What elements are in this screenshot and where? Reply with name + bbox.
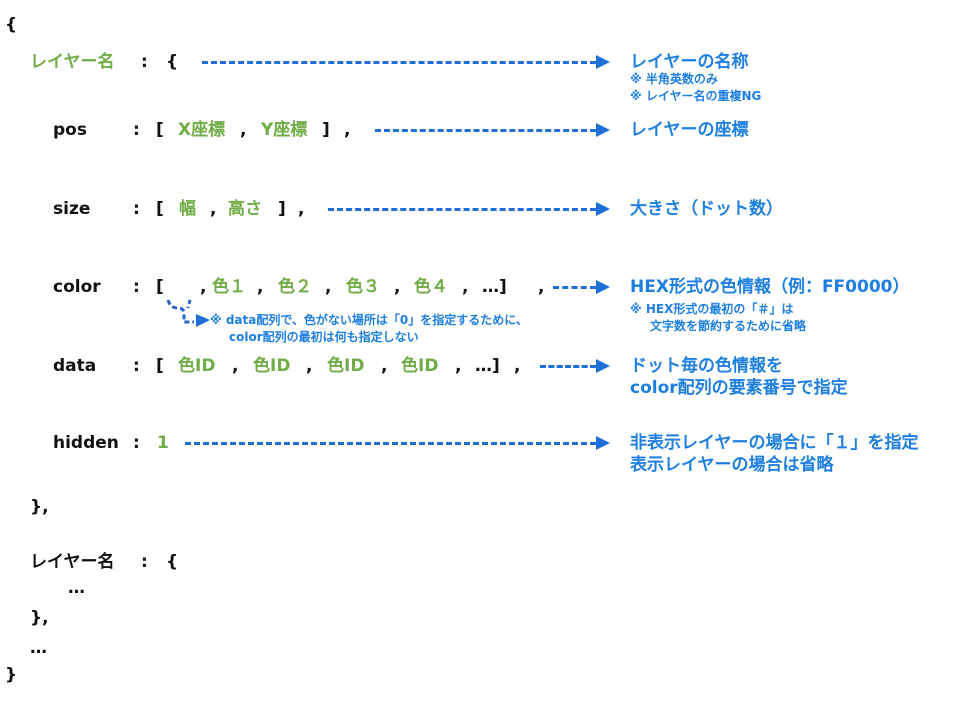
arrow-right-icon xyxy=(375,123,610,137)
color-annotation: ※ data配列で、色がない場所は「0」を指定するために、 xyxy=(210,313,528,327)
pos-y: Y座標 xyxy=(261,120,308,140)
hidden-desc: 非表示レイヤーの場合に「１」を指定 xyxy=(630,433,919,453)
data-desc: ドット毎の色情報を xyxy=(630,356,783,376)
colon: : xyxy=(133,356,140,376)
colon: : xyxy=(133,433,140,453)
ellipsis-close: …] xyxy=(482,277,507,297)
colon: : xyxy=(133,277,140,297)
layer-note: ※ レイヤー名の重複NG xyxy=(630,89,762,103)
color-key: color xyxy=(53,277,101,297)
size-width: 幅 xyxy=(179,199,196,219)
close-bracket: ] xyxy=(322,120,330,140)
comma: , xyxy=(538,277,545,297)
layer-name-key: レイヤー名 xyxy=(30,52,115,72)
curved-arrow-icon xyxy=(166,299,210,327)
color-desc: HEX形式の色情報（例：FF0000） xyxy=(630,277,910,297)
hidden-desc: 表示レイヤーの場合は省略 xyxy=(630,455,834,475)
pos-key: pos xyxy=(53,120,87,140)
data-item: 色ID xyxy=(178,356,216,376)
color-item: 色１ xyxy=(212,277,246,297)
colon: : xyxy=(141,52,148,72)
comma: , xyxy=(394,277,401,297)
comma: , xyxy=(514,356,521,376)
comma: , xyxy=(210,199,217,219)
color-item: 色４ xyxy=(414,277,448,297)
root-open-brace: { xyxy=(5,15,18,35)
comma: , xyxy=(240,120,247,140)
arrow-right-icon xyxy=(185,436,610,450)
color-item: 色２ xyxy=(278,277,312,297)
color-note: ※ HEX形式の最初の「＃」は xyxy=(630,302,794,316)
layer2-name: レイヤー名 xyxy=(30,552,115,572)
comma: , xyxy=(344,120,351,140)
open-bracket: [ xyxy=(156,356,164,376)
ellipsis-close: …] xyxy=(475,356,500,376)
comma: , xyxy=(325,277,332,297)
arrow-right-icon xyxy=(540,359,610,373)
size-key: size xyxy=(53,199,91,219)
colon: : xyxy=(133,199,140,219)
pos-desc: レイヤーの座標 xyxy=(630,120,749,140)
data-item: 色ID xyxy=(401,356,439,376)
data-key: data xyxy=(53,356,97,376)
open-bracket: [ xyxy=(156,199,164,219)
colon: : xyxy=(133,120,140,140)
layer2-close-brace: }, xyxy=(30,608,49,628)
close-bracket: ] xyxy=(278,199,286,219)
data-desc: color配列の要素番号で指定 xyxy=(630,378,848,398)
comma: , xyxy=(381,356,388,376)
comma: , xyxy=(257,277,264,297)
comma: , xyxy=(298,199,305,219)
comma: , xyxy=(462,277,469,297)
data-item: 色ID xyxy=(327,356,365,376)
arrow-right-icon xyxy=(553,280,610,294)
size-desc: 大きさ（ドット数） xyxy=(630,199,783,219)
arrow-right-icon xyxy=(328,202,610,216)
layer-name-desc: レイヤーの名称 xyxy=(630,52,749,72)
hidden-value: 1 xyxy=(157,433,169,453)
comma: , xyxy=(232,356,239,376)
color-item: 色３ xyxy=(346,277,380,297)
data-item: 色ID xyxy=(253,356,291,376)
comma: , xyxy=(200,277,207,297)
hidden-key: hidden xyxy=(53,433,119,453)
open-bracket: [ xyxy=(156,277,164,297)
layer2-open-brace: { xyxy=(166,552,179,572)
root-close-brace: } xyxy=(5,665,18,685)
colon: : xyxy=(141,552,148,572)
open-bracket: [ xyxy=(156,120,164,140)
comma: , xyxy=(455,356,462,376)
layer-close-brace: }, xyxy=(30,497,49,517)
pos-x: X座標 xyxy=(178,120,226,140)
ellipsis: … xyxy=(30,638,47,658)
size-height: 高さ xyxy=(228,199,262,219)
color-annotation: color配列の最初は何も指定しない xyxy=(229,330,419,344)
color-note: 文字数を節約するために省略 xyxy=(650,319,807,333)
arrow-right-icon xyxy=(202,55,610,69)
layer-open-brace: { xyxy=(166,52,179,72)
layer2-ellipsis: … xyxy=(68,578,85,598)
comma: , xyxy=(306,356,313,376)
layer-note: ※ 半角英数のみ xyxy=(630,72,718,86)
